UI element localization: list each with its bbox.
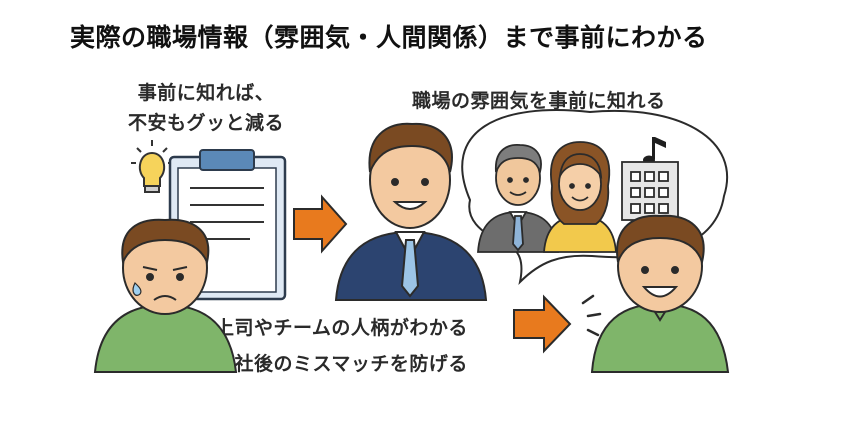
right-caption: 職場の雰囲気を事前に知れる xyxy=(412,90,666,112)
worried-man-figure xyxy=(93,218,238,373)
sparkle-icon xyxy=(581,294,602,337)
page-title: 実際の職場情報（雰囲気・人間関係）まで事前にわかる xyxy=(70,23,708,52)
left-caption: 事前に知れば、 不安もグッと減る xyxy=(128,78,284,138)
office-building-icon xyxy=(621,161,679,221)
left-caption-line-2: 不安もグッと減る xyxy=(128,112,285,134)
lightbulb-icon xyxy=(131,140,173,193)
left-caption-line-1: 事前に知れば、 xyxy=(137,82,275,104)
older-man-figure xyxy=(477,143,559,253)
arrow-right-icon xyxy=(513,294,572,354)
bottom-caption: 上司やチームの人柄がわかる 入社後のミスマッチを防げる xyxy=(215,310,468,382)
businessman-figure xyxy=(334,122,488,301)
happy-man-figure xyxy=(590,214,730,373)
bottom-caption-line-2: 入社後のミスマッチを防げる xyxy=(215,353,468,375)
arrow-right-icon xyxy=(293,194,348,254)
woman-figure xyxy=(543,141,617,253)
bottom-caption-line-1: 上司やチームの人柄がわかる xyxy=(215,317,468,339)
